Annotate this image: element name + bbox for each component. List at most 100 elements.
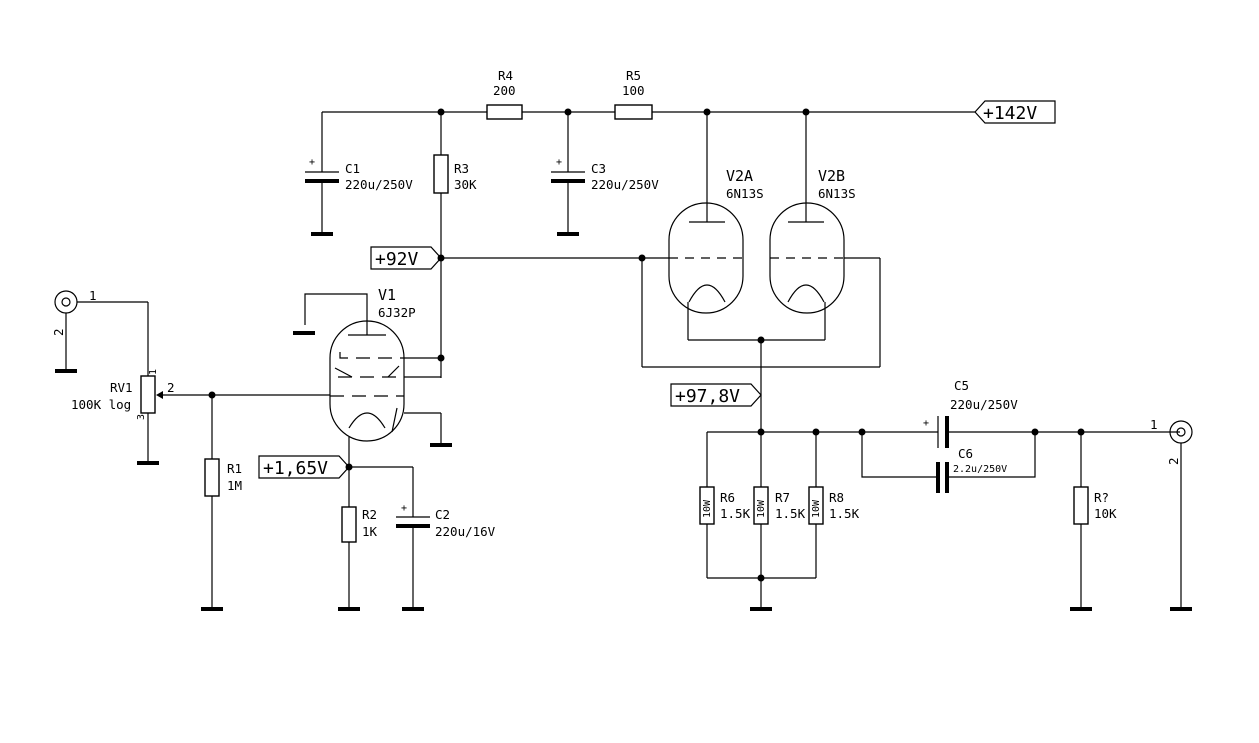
net-978v-text: +97,8V — [675, 386, 740, 407]
r4-ref: R4 — [498, 68, 513, 83]
r6-value: 1.5K — [720, 506, 751, 521]
v1-ref: V1 — [378, 286, 396, 304]
resistor-rq: R? 10K — [1070, 432, 1117, 611]
junction-dot — [437, 108, 445, 116]
potentiometer-rv1: RV1 100K log 1 2 3 — [71, 369, 330, 465]
junction-dot — [1031, 428, 1039, 436]
net-165v-text: +1,65V — [263, 458, 328, 479]
c5-value: 220u/250V — [950, 397, 1018, 412]
v2b-ref: V2B — [818, 167, 845, 185]
junction-dot — [1077, 428, 1085, 436]
r3-value: 30K — [454, 177, 477, 192]
net-label-92v: +92V — [370, 246, 442, 270]
r7-value: 1.5K — [775, 506, 806, 521]
junction-dot — [564, 108, 572, 116]
c2-ref: C2 — [435, 507, 450, 522]
capacitor-c6: C6 2.2u/250V — [861, 432, 1036, 493]
junction-dot — [757, 574, 765, 582]
rv1-value: 100K log — [71, 397, 131, 412]
c2-value: 220u/16V — [435, 524, 496, 539]
c3-value: 220u/250V — [591, 177, 659, 192]
r1-ref: R1 — [227, 461, 242, 476]
junction-dot — [208, 391, 216, 399]
rv1-pin1: 1 — [148, 369, 159, 375]
resistor-r2: R2 1K — [338, 506, 378, 611]
rq-value: 10K — [1094, 506, 1117, 521]
rq-ref: R? — [1094, 490, 1109, 505]
net-92v-text: +92V — [375, 249, 419, 270]
tube-v1: V1 6J32P — [329, 286, 416, 442]
net-label-165v: +1,65V — [258, 455, 350, 479]
v2b-value: 6N13S — [818, 186, 856, 201]
junction-dot — [703, 108, 711, 116]
resistor-r4: R4 200 — [486, 68, 523, 120]
supply-rail — [321, 111, 975, 378]
r4-value: 200 — [493, 83, 516, 98]
junction-dot — [638, 254, 646, 262]
junction-dot — [802, 108, 810, 116]
net-label-142v: +142V — [974, 100, 1056, 124]
r8-value: 1.5K — [829, 506, 860, 521]
c1-ref: C1 — [345, 161, 360, 176]
net-142v-text: +142V — [983, 103, 1037, 124]
capacitor-c3: + C3 220u/250V — [551, 157, 659, 236]
jin-pin2: 2 — [51, 328, 66, 336]
capacitor-c1: + C1 220u/250V — [305, 157, 413, 236]
rv1-pin2: 2 — [167, 380, 175, 395]
rv1-ref: RV1 — [110, 380, 133, 395]
r7-body: 10W — [756, 499, 767, 518]
capacitor-c5: + C5 220u/250V — [923, 378, 1180, 448]
junctions — [208, 108, 1085, 582]
v1-value: 6J32P — [378, 305, 416, 320]
resistor-r6: 10W R6 1.5K — [699, 486, 751, 525]
jin-pin1: 1 — [89, 288, 97, 303]
resistor-r7: 10W R7 1.5K — [753, 486, 806, 525]
input-connector: 1 2 — [51, 288, 149, 376]
junction-dot — [437, 354, 445, 362]
r8-body: 10W — [811, 499, 822, 518]
c5-plus: + — [923, 418, 929, 429]
jout-pin2: 2 — [1166, 457, 1181, 465]
tube-v2a: V2A 6N13S — [668, 167, 764, 314]
c1-value: 220u/250V — [345, 177, 413, 192]
net-label-978v: +97,8V — [670, 383, 762, 407]
c2-plus: + — [401, 503, 407, 514]
v2-wiring — [441, 257, 881, 432]
r2-value: 1K — [362, 524, 378, 539]
r3-ref: R3 — [454, 161, 469, 176]
tube-v2b: V2B 6N13S — [769, 167, 856, 314]
junction-dot — [858, 428, 866, 436]
junction-dot — [812, 428, 820, 436]
c3-plus: + — [556, 157, 562, 168]
capacitor-c2: + C2 220u/16V — [396, 503, 496, 611]
r1-value: 1M — [227, 478, 242, 493]
junction-dot — [437, 254, 445, 262]
resistor-r3: R3 30K — [433, 154, 477, 194]
resistor-r5: R5 100 — [614, 68, 653, 120]
r6-body: 10W — [702, 499, 713, 518]
r8-ref: R8 — [829, 490, 844, 505]
r2-ref: R2 — [362, 507, 377, 522]
junction-dot — [757, 336, 765, 344]
resistor-r1: R1 1M — [201, 395, 242, 611]
c3-ref: C3 — [591, 161, 606, 176]
v2a-ref: V2A — [726, 167, 753, 185]
v1-wiring — [293, 293, 452, 517]
c6-ref: C6 — [958, 446, 973, 461]
coax-connector-icon — [54, 290, 78, 314]
c1-plus: + — [309, 157, 315, 168]
r5-value: 100 — [622, 83, 645, 98]
junction-dot — [757, 428, 765, 436]
rv1-pin3: 3 — [136, 414, 147, 420]
jout-pin1: 1 — [1150, 417, 1158, 432]
r6-ref: R6 — [720, 490, 735, 505]
output-connector: 1 2 — [1150, 417, 1193, 611]
v2a-value: 6N13S — [726, 186, 764, 201]
c6-value: 2.2u/250V — [953, 464, 1007, 475]
c5-ref: C5 — [954, 378, 969, 393]
resistor-r8: 10W R8 1.5K — [808, 486, 860, 525]
r7-ref: R7 — [775, 490, 790, 505]
r5-ref: R5 — [626, 68, 641, 83]
junction-dot — [345, 463, 353, 471]
